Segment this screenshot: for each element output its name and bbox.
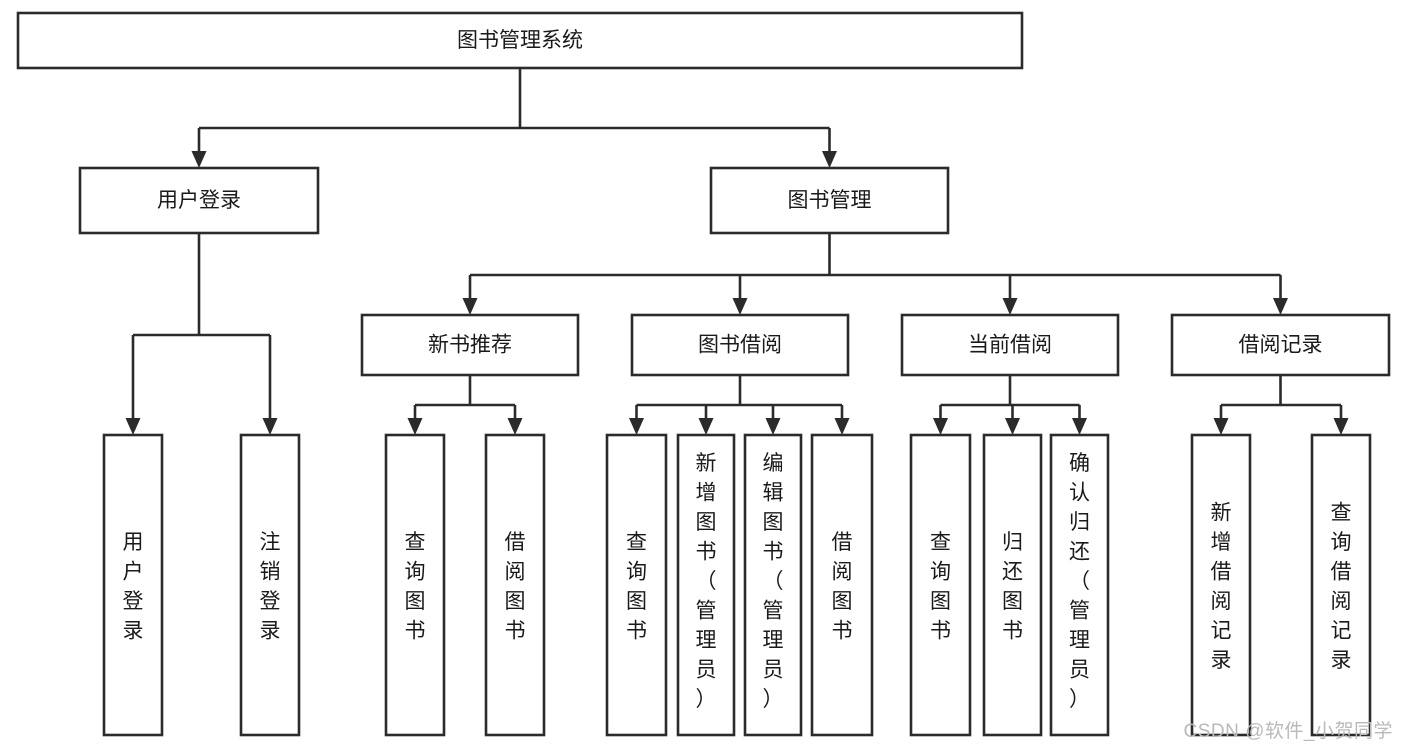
node-leaf-借阅图书-7[interactable]: 借阅图书 bbox=[810, 433, 874, 737]
node-leaf-注销登录-1[interactable]: 注销登录 bbox=[239, 433, 301, 737]
node-leaf-查询图书-4[interactable]: 查询图书 bbox=[605, 433, 668, 737]
node-leaf-新增图书管理员-5[interactable]: 新增图书（管理员） bbox=[676, 433, 736, 737]
node-leaf-归还图书-9[interactable]: 归还图书 bbox=[982, 433, 1043, 737]
arrow-down-icon-root-1 bbox=[822, 151, 837, 168]
arrow-down-icon-l3-1-3 bbox=[834, 418, 850, 435]
node-l3-当前借阅-2[interactable]: 当前借阅 bbox=[900, 313, 1120, 377]
node-label: 图书管理 bbox=[788, 189, 872, 212]
arrow-down-icon-book-management-2 bbox=[1002, 298, 1018, 315]
node-box bbox=[605, 433, 668, 737]
node-box bbox=[1170, 313, 1391, 377]
node-box bbox=[1190, 433, 1252, 737]
node-label: 借阅记录 bbox=[1239, 334, 1323, 357]
arrow-down-icon-l3-1-1 bbox=[698, 418, 714, 435]
node-box bbox=[78, 166, 320, 235]
node-label: 确认归还（管理员） bbox=[1069, 452, 1090, 711]
node-layer: 图书管理系统用户登录图书管理新书推荐图书借阅当前借阅借阅记录用户登录注销登录查询… bbox=[16, 11, 1391, 737]
node-leaf-确认归还管理员-10[interactable]: 确认归还（管理员） bbox=[1049, 433, 1110, 737]
node-label: 当前借阅 bbox=[968, 334, 1052, 357]
node-box bbox=[709, 166, 950, 235]
connector-layer bbox=[125, 68, 1349, 435]
arrow-down-icon-l3-0-0 bbox=[407, 418, 423, 435]
node-box bbox=[982, 433, 1043, 737]
node-label: 查询图书 bbox=[930, 531, 951, 643]
node-label: 图书借阅 bbox=[698, 334, 782, 357]
node-box bbox=[743, 433, 803, 737]
node-leaf-编辑图书管理员-6[interactable]: 编辑图书（管理员） bbox=[743, 433, 803, 737]
node-box bbox=[1049, 433, 1110, 737]
node-box bbox=[484, 433, 546, 737]
arrow-down-icon-l3-0-1 bbox=[507, 418, 523, 435]
arrow-down-icon-root-0 bbox=[191, 151, 207, 168]
node-leaf-借阅图书-3[interactable]: 借阅图书 bbox=[484, 433, 546, 737]
node-box bbox=[900, 313, 1120, 377]
node-label: 借阅图书 bbox=[505, 531, 526, 643]
node-box bbox=[630, 313, 850, 377]
arrow-down-icon-l3-3-1 bbox=[1333, 418, 1349, 435]
node-label: 新增图书（管理员） bbox=[696, 452, 717, 711]
arrow-down-icon-book-management-1 bbox=[732, 298, 748, 315]
node-l2-图书管理-1[interactable]: 图书管理 bbox=[709, 166, 950, 235]
node-label: 新增借阅记录 bbox=[1211, 502, 1232, 673]
node-label: 借阅图书 bbox=[832, 531, 853, 643]
node-l3-图书借阅-1[interactable]: 图书借阅 bbox=[630, 313, 850, 377]
node-box bbox=[16, 11, 1024, 70]
node-box bbox=[810, 433, 874, 737]
node-box bbox=[102, 433, 164, 737]
arrow-down-icon-l3-3-0 bbox=[1213, 418, 1229, 435]
node-box bbox=[1310, 433, 1372, 737]
node-box bbox=[676, 433, 736, 737]
arrow-down-icon-l3-1-2 bbox=[765, 418, 781, 435]
node-label: 新书推荐 bbox=[428, 334, 512, 357]
arrow-down-icon-book-management-3 bbox=[1273, 298, 1288, 315]
arrow-down-icon-l3-2-2 bbox=[1072, 418, 1087, 435]
node-label: 归还图书 bbox=[1002, 531, 1023, 643]
node-leaf-查询图书-2[interactable]: 查询图书 bbox=[384, 433, 446, 737]
arrow-down-icon-l3-2-1 bbox=[1005, 418, 1020, 435]
node-label: 注销登录 bbox=[260, 531, 281, 643]
arrow-down-icon-user-login-0 bbox=[125, 418, 141, 435]
node-leaf-用户登录-0[interactable]: 用户登录 bbox=[102, 433, 164, 737]
node-leaf-新增借阅记录-11[interactable]: 新增借阅记录 bbox=[1190, 433, 1252, 737]
node-l3-借阅记录-3[interactable]: 借阅记录 bbox=[1170, 313, 1391, 377]
node-label: 用户登录 bbox=[157, 189, 241, 212]
node-leaf-查询借阅记录-12[interactable]: 查询借阅记录 bbox=[1310, 433, 1372, 737]
arrow-down-icon-l3-2-0 bbox=[933, 418, 948, 435]
node-label: 图书管理系统 bbox=[457, 29, 583, 52]
arrow-down-icon-l3-1-0 bbox=[629, 418, 644, 435]
arrow-down-icon-book-management-0 bbox=[462, 298, 478, 315]
node-label: 查询图书 bbox=[626, 531, 647, 643]
node-box bbox=[360, 313, 580, 377]
node-box bbox=[384, 433, 446, 737]
node-label: 用户登录 bbox=[123, 531, 144, 643]
node-label: 查询借阅记录 bbox=[1331, 502, 1352, 673]
node-root-图书管理系统[interactable]: 图书管理系统 bbox=[16, 11, 1024, 70]
node-leaf-查询图书-8[interactable]: 查询图书 bbox=[909, 433, 972, 737]
arrow-down-icon-user-login-1 bbox=[262, 418, 278, 435]
node-label: 查询图书 bbox=[405, 531, 426, 643]
node-box bbox=[909, 433, 972, 737]
node-label: 编辑图书（管理员） bbox=[763, 452, 784, 711]
node-l3-新书推荐-0[interactable]: 新书推荐 bbox=[360, 313, 580, 377]
node-l2-用户登录-0[interactable]: 用户登录 bbox=[78, 166, 320, 235]
node-box bbox=[239, 433, 301, 737]
